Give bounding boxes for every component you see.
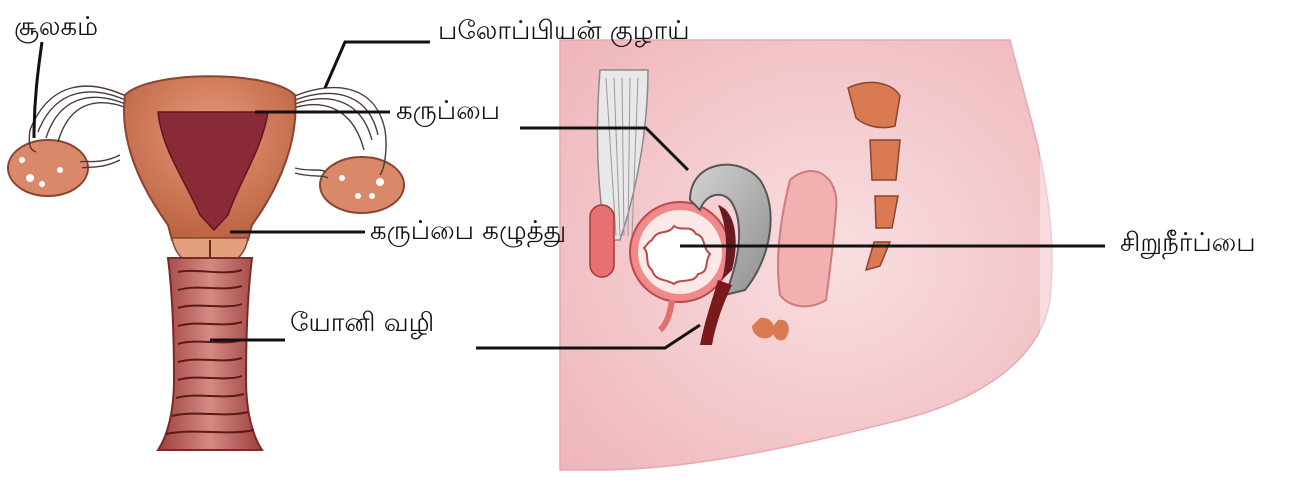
cervix-label: கருப்பை கழுத்து <box>370 218 566 244</box>
bladder-label: சிறுநீர்ப்பை <box>1120 230 1256 256</box>
right-ovary-shape <box>320 157 404 213</box>
left-ovary-shape <box>8 140 88 196</box>
front-view-uterus-illustration <box>8 76 404 450</box>
vagina-label: யோனி வழி <box>290 310 434 336</box>
rectum-shape <box>778 171 836 306</box>
side-view-pelvis-illustration <box>560 40 1080 470</box>
leader-fallopian-tube <box>325 42 430 88</box>
leader-ovary <box>34 42 42 138</box>
ovary-label: சூலகம் <box>14 14 98 40</box>
pubic-bone-shape <box>590 205 614 277</box>
vagina-shape <box>158 258 262 450</box>
fallopian-tube-label: பலோப்பியன் குழாய் <box>438 18 690 44</box>
uterus-label: கருப்பை <box>396 98 500 124</box>
